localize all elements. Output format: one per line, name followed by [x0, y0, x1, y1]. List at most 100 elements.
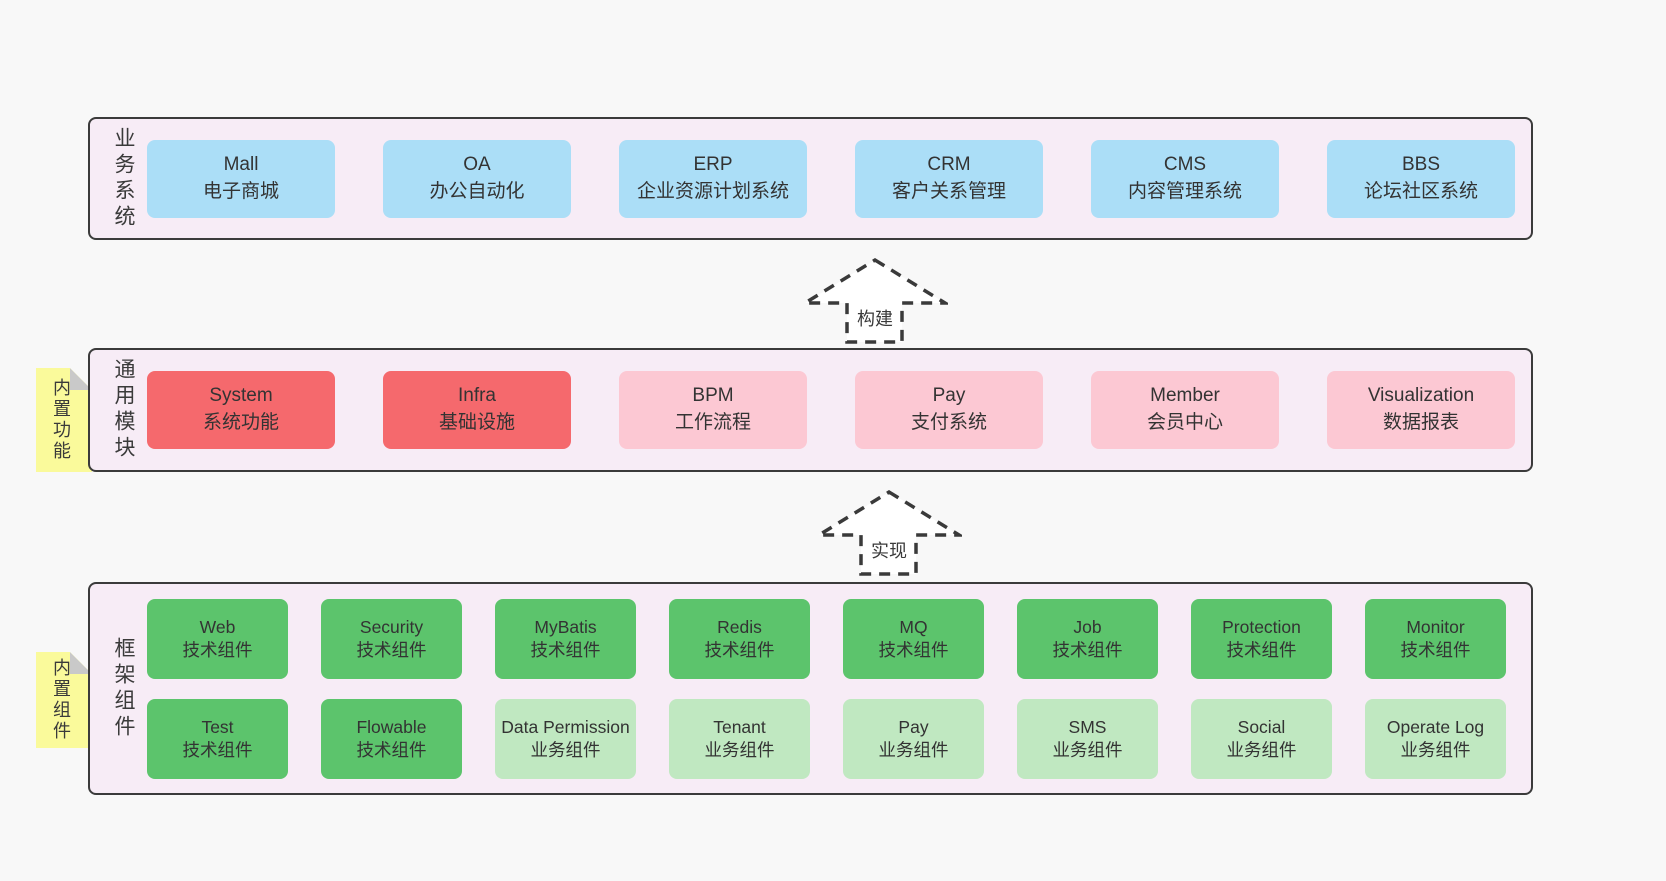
node-social: Social 业务组件 [1191, 698, 1332, 779]
node-title: Pay [932, 385, 966, 407]
band-label-components: 框架组件 [112, 636, 135, 741]
node-title: Security [359, 616, 424, 637]
business-boxes-row: Mall 电子商城 OA 办公自动化 ERP 企业资源计划系统 CRM 客户关系… [147, 139, 1515, 218]
node-title: Monitor [1406, 616, 1465, 637]
node-member: Member 会员中心 [1091, 371, 1279, 449]
node-subtitle: 业务组件 [530, 739, 601, 760]
node-subtitle: 技术组件 [878, 639, 949, 660]
node-tenant: Tenant 业务组件 [669, 698, 810, 779]
node-title: BBS [1401, 153, 1441, 175]
node-title: OA [463, 153, 491, 175]
sticky-note-built-in-components: 内置组件 [36, 652, 92, 748]
node-subtitle: 技术组件 [356, 639, 427, 660]
node-title: Tenant [713, 716, 766, 737]
node-title: Job [1073, 616, 1102, 637]
node-title: Redis [717, 616, 762, 637]
node-subtitle: 技术组件 [356, 739, 427, 760]
node-subtitle: 内容管理系统 [1127, 180, 1242, 202]
node-system: System 系统功能 [147, 371, 335, 449]
node-subtitle: 技术组件 [182, 739, 253, 760]
node-erp: ERP 企业资源计划系统 [619, 139, 807, 218]
band-common-modules: 通用模块 System 系统功能 Infra 基础设施 BPM 工作流程 Pay… [88, 348, 1533, 472]
node-title: MyBatis [534, 616, 597, 637]
node-subtitle: 技术组件 [1052, 639, 1123, 660]
arrow-label-build: 构建 [857, 309, 893, 329]
node-title: CRM [927, 153, 971, 175]
node-sms: SMS 业务组件 [1017, 698, 1158, 779]
up-arrow-build-icon: 构建 [802, 257, 948, 344]
node-subtitle: 技术组件 [530, 639, 601, 660]
node-bbs: BBS 论坛社区系统 [1327, 139, 1515, 218]
band-framework-components: 框架组件 Web 技术组件 Security 技术组件 MyBatis 技术组件… [88, 582, 1533, 795]
node-subtitle: 业务组件 [1400, 739, 1471, 760]
node-subtitle: 客户关系管理 [891, 180, 1006, 202]
node-subtitle: 数据报表 [1382, 412, 1459, 433]
node-subtitle: 技术组件 [704, 639, 775, 660]
band-label-modules: 通用模块 [112, 358, 135, 462]
node-flowable: Flowable 技术组件 [321, 698, 462, 779]
node-crm: CRM 客户关系管理 [855, 139, 1043, 218]
node-security: Security 技术组件 [321, 598, 462, 679]
node-subtitle: 技术组件 [1226, 639, 1297, 660]
node-title: Operate Log [1386, 716, 1485, 737]
node-mq: MQ 技术组件 [843, 598, 984, 679]
node-data-permission: Data Permission 业务组件 [495, 698, 636, 779]
node-cms: CMS 内容管理系统 [1091, 139, 1279, 218]
node-title: SMS [1068, 716, 1107, 737]
node-monitor: Monitor 技术组件 [1365, 598, 1506, 679]
node-title: Member [1150, 385, 1220, 407]
node-title: Protection [1222, 616, 1301, 637]
node-title: Web [199, 616, 236, 637]
node-operate-log: Operate Log 业务组件 [1365, 698, 1506, 779]
node-bpm: BPM 工作流程 [619, 371, 807, 449]
sticky-label: 内置功能 [51, 378, 71, 462]
node-title: System [209, 385, 273, 407]
components-grid: Web 技术组件 Security 技术组件 MyBatis 技术组件 Redi… [147, 598, 1506, 779]
sticky-label: 内置组件 [51, 658, 71, 742]
node-pay-component: Pay 业务组件 [843, 698, 984, 779]
node-title: CMS [1163, 153, 1207, 175]
node-subtitle: 基础设施 [438, 412, 515, 433]
node-title: Pay [898, 716, 929, 737]
node-mybatis: MyBatis 技术组件 [495, 598, 636, 679]
node-subtitle: 工作流程 [674, 412, 751, 433]
node-mall: Mall 电子商城 [147, 139, 335, 218]
band-label-business: 业务系统 [112, 126, 135, 231]
node-subtitle: 论坛社区系统 [1363, 180, 1478, 202]
modules-boxes-row: System 系统功能 Infra 基础设施 BPM 工作流程 Pay 支付系统… [147, 371, 1515, 449]
node-subtitle: 会员中心 [1146, 412, 1223, 433]
node-subtitle: 办公自动化 [429, 180, 525, 202]
node-title: Visualization [1367, 385, 1475, 407]
node-title: MQ [899, 616, 928, 637]
band-business-systems: 业务系统 Mall 电子商城 OA 办公自动化 ERP 企业资源计划系统 CRM… [88, 117, 1533, 240]
node-title: Mall [223, 153, 259, 175]
node-infra: Infra 基础设施 [383, 371, 571, 449]
node-title: BPM [692, 385, 734, 407]
node-test: Test 技术组件 [147, 698, 288, 779]
node-title: ERP [693, 153, 733, 175]
node-title: Flowable [356, 716, 427, 737]
sticky-note-built-in-features: 内置功能 [36, 368, 92, 472]
node-subtitle: 业务组件 [704, 739, 775, 760]
node-subtitle: 支付系统 [910, 412, 987, 433]
node-title: Social [1237, 716, 1286, 737]
node-visualization: Visualization 数据报表 [1327, 371, 1515, 449]
node-subtitle: 系统功能 [202, 412, 279, 433]
node-title: Infra [457, 385, 497, 407]
node-protection: Protection 技术组件 [1191, 598, 1332, 679]
node-job: Job 技术组件 [1017, 598, 1158, 679]
up-arrow-implement-icon: 实现 [816, 489, 962, 576]
node-subtitle: 技术组件 [182, 639, 253, 660]
arrow-label-implement: 实现 [871, 541, 907, 561]
node-subtitle: 业务组件 [878, 739, 949, 760]
node-title: Data Permission [501, 716, 630, 737]
node-oa: OA 办公自动化 [383, 139, 571, 218]
node-subtitle: 企业资源计划系统 [636, 180, 789, 202]
node-subtitle: 电子商城 [202, 180, 279, 202]
node-title: Test [201, 716, 234, 737]
node-subtitle: 业务组件 [1226, 739, 1297, 760]
node-web: Web 技术组件 [147, 598, 288, 679]
node-pay-system: Pay 支付系统 [855, 371, 1043, 449]
node-subtitle: 业务组件 [1052, 739, 1123, 760]
